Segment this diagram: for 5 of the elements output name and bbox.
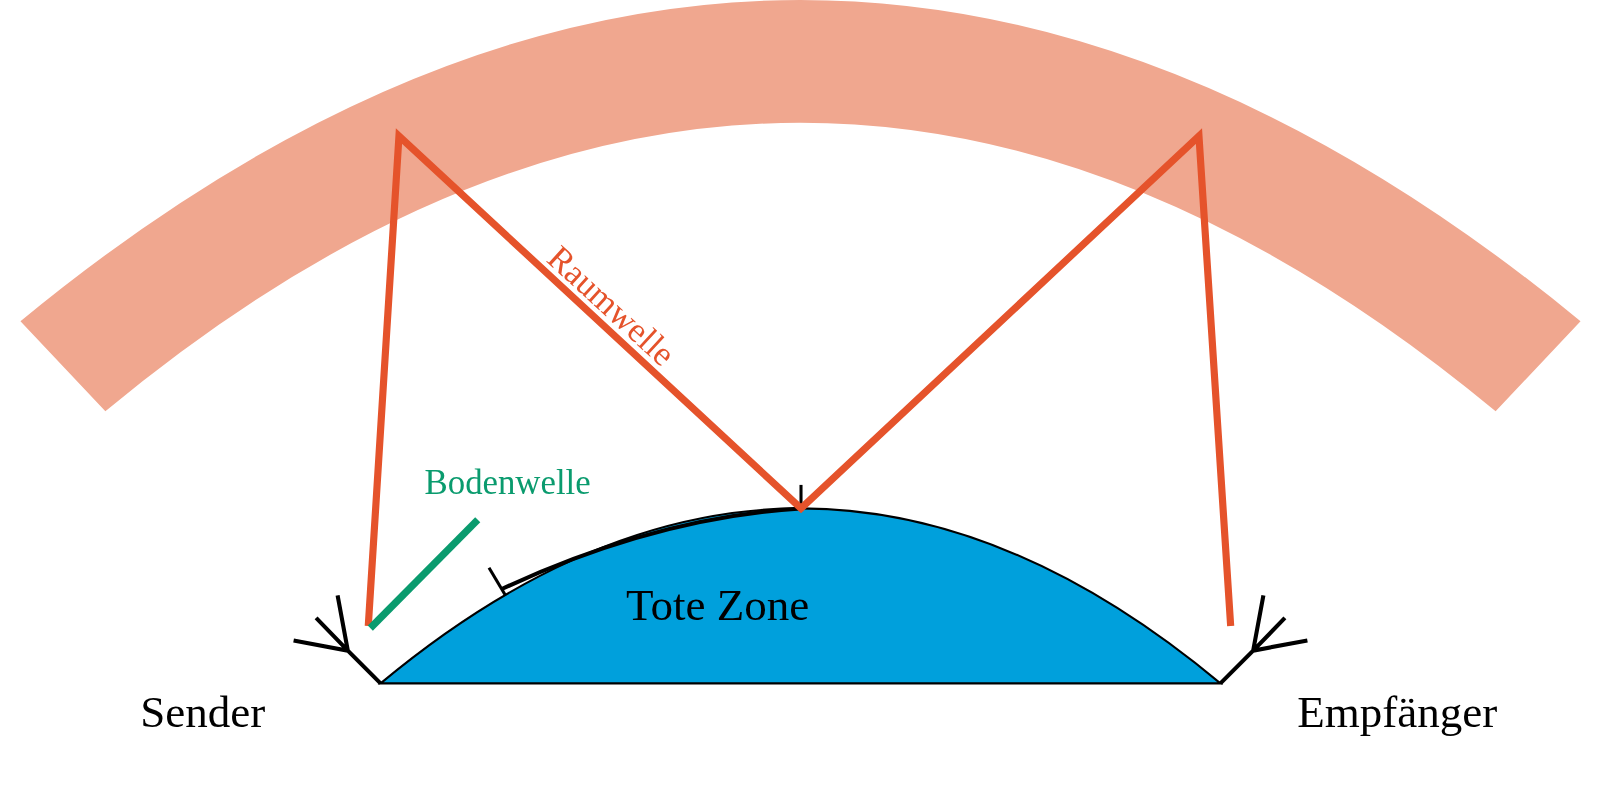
sky-wave-path (364, 128, 1235, 627)
wave-label: Bodenwelle (424, 465, 591, 501)
station-label: Sender (140, 690, 266, 736)
station-label: Empfänger (1297, 690, 1498, 736)
zone-label: Tote Zone (626, 583, 810, 629)
